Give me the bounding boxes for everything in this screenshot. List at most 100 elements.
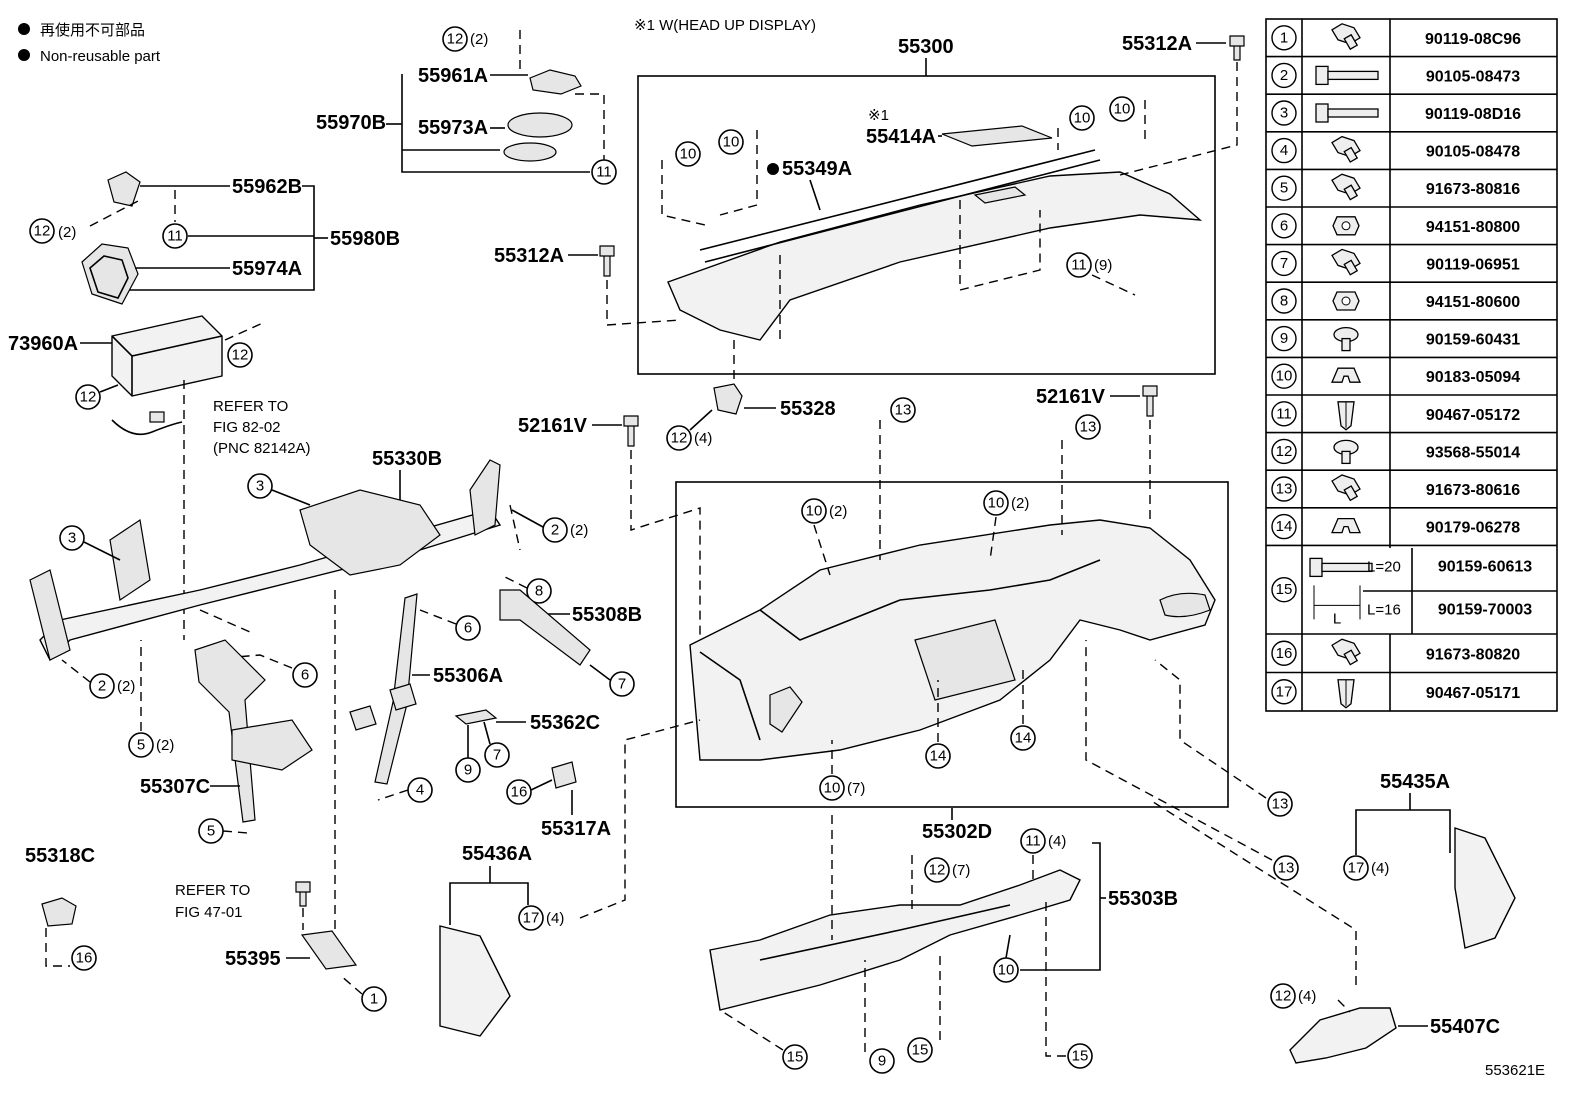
fastener-number: 6 <box>1280 217 1288 234</box>
svg-text:15: 15 <box>1072 1048 1089 1065</box>
svg-text:15: 15 <box>912 1042 929 1059</box>
part-73960A-shape <box>111 315 223 397</box>
part-55308B-shape <box>499 589 591 666</box>
nut-icon <box>1332 216 1360 236</box>
label-55962B: 55962B <box>232 176 302 198</box>
fastener-part-number: 90183-05094 <box>1426 369 1520 386</box>
fastener-number-circle <box>1271 62 1297 89</box>
bolt-washer-icon <box>1331 248 1361 276</box>
fastener-part-number: 90119-06951 <box>1426 256 1520 273</box>
svg-text:15: 15 <box>787 1049 804 1066</box>
label-55349A: 55349A <box>782 158 852 180</box>
svg-text:10: 10 <box>680 146 697 163</box>
svg-text:13: 13 <box>1278 860 1295 877</box>
fastener-part-number: 94151-80800 <box>1426 219 1520 236</box>
fastener-number: 1 <box>1280 29 1288 46</box>
part-55395-shape <box>300 930 358 970</box>
fastener-number-circle <box>1271 137 1297 164</box>
svg-text:13: 13 <box>1080 419 1097 436</box>
fastener-part-number: 90159-60431 <box>1426 332 1520 349</box>
svg-text:8: 8 <box>535 583 543 600</box>
svg-text:10: 10 <box>806 503 823 520</box>
fastener-number: 17 <box>1276 683 1293 700</box>
label-55312A-left: 55312A <box>494 245 564 267</box>
svg-text:12: 12 <box>447 31 464 48</box>
fastener-part-number: 90105-08473 <box>1426 68 1520 85</box>
svg-text:11: 11 <box>596 164 612 181</box>
fastener-part-number: 91673-80616 <box>1426 482 1520 499</box>
svg-text:10: 10 <box>723 134 740 151</box>
callout-10-2-b: (2) <box>1011 495 1029 512</box>
label-55961A: 55961A <box>418 65 488 87</box>
label-55970B: 55970B <box>316 112 386 134</box>
fastener-number-circle <box>1271 100 1297 126</box>
label-55312A-top: 55312A <box>1122 33 1192 55</box>
box-55300 <box>637 75 1216 375</box>
callout-5-2: (2) <box>156 737 174 754</box>
bolt-52161V-right <box>1142 385 1158 417</box>
svg-text:11: 11 <box>1071 257 1087 274</box>
part-55435A-shape <box>1454 827 1516 949</box>
fastener-part-number: 91673-80816 <box>1426 181 1520 198</box>
label-55980B: 55980B <box>330 228 400 250</box>
fastener-number: 7 <box>1280 255 1288 272</box>
svg-text:12: 12 <box>80 389 97 406</box>
fastener-number: 11 <box>1276 405 1292 422</box>
fastener-number-circle <box>1271 513 1297 540</box>
push-clip-icon <box>1337 401 1355 431</box>
refer-fig-82-02[interactable]: REFER TO FIG 82-02 (PNC 82142A) <box>213 398 311 457</box>
bolt-55312A-left <box>599 245 615 277</box>
refer2-line-1: REFER TO <box>175 882 250 899</box>
callout-10-7: (7) <box>847 780 865 797</box>
fastener-number-circle <box>1271 25 1297 51</box>
fastener-number-circle <box>1271 325 1297 352</box>
label-55436A: 55436A <box>462 843 532 865</box>
fastener-part-number: 90119-08C96 <box>1425 31 1521 48</box>
fastener-part-number: 90467-05171 <box>1426 685 1520 702</box>
label-55303B: 55303B <box>1108 888 1178 910</box>
label-52161V-right: 52161V <box>1036 386 1106 408</box>
svg-text:13: 13 <box>1272 796 1289 813</box>
legend-jp: 再使用不可部品 <box>40 22 145 39</box>
callout-10-2-a: (2) <box>829 503 847 520</box>
svg-text:10: 10 <box>824 780 841 797</box>
label-55307C: 55307C <box>140 776 210 798</box>
svg-text:7: 7 <box>493 747 501 764</box>
fastener-number-circle <box>1271 577 1297 603</box>
box-55302D <box>675 481 1229 808</box>
refer-line-1: REFER TO <box>213 398 288 415</box>
legend: 再使用不可部品 Non-reusable part <box>18 22 161 65</box>
callout-12-7: (7) <box>952 862 970 879</box>
refer-fig-47-01[interactable]: REFER TO FIG 47-01 <box>175 882 250 921</box>
callout-17-4-a: (4) <box>546 910 564 927</box>
fastener-number: 16 <box>1276 645 1293 662</box>
figure-id: 553621E <box>1485 1062 1545 1079</box>
label-55435A: 55435A <box>1380 771 1450 793</box>
screw-icon <box>1333 326 1359 352</box>
fastener-number: 10 <box>1276 368 1293 385</box>
bolt-washer-icon <box>1331 23 1361 51</box>
fastener-number-circle <box>1271 288 1297 314</box>
svg-text:3: 3 <box>256 478 264 495</box>
fastener-number: 14 <box>1276 518 1293 535</box>
fastener-number-circle <box>1271 438 1297 465</box>
part-55973A-shape <box>507 112 573 138</box>
hud-note: ※1 W(HEAD UP DISPLAY) <box>634 17 816 34</box>
svg-text:14: 14 <box>930 748 947 765</box>
fastener-number: 4 <box>1280 142 1288 159</box>
svg-text:9: 9 <box>878 1053 886 1070</box>
svg-text:14: 14 <box>1015 730 1032 747</box>
long-bolt-icon <box>1315 103 1379 123</box>
svg-text:5: 5 <box>207 823 215 840</box>
label-55414A: 55414A <box>866 126 936 148</box>
long-bolt-icon <box>1315 65 1379 86</box>
bolt-washer-icon <box>1331 173 1361 201</box>
fastener-part-number: 94151-80600 <box>1426 294 1520 311</box>
callout-12-2-left: (2) <box>58 224 76 241</box>
fastener-number: 2 <box>1280 67 1288 84</box>
svg-text:1: 1 <box>370 991 378 1008</box>
svg-text:3: 3 <box>68 530 76 547</box>
svg-text:2: 2 <box>551 522 559 539</box>
nut-icon <box>1332 291 1360 311</box>
non-reusable-dot-icon <box>18 49 30 61</box>
